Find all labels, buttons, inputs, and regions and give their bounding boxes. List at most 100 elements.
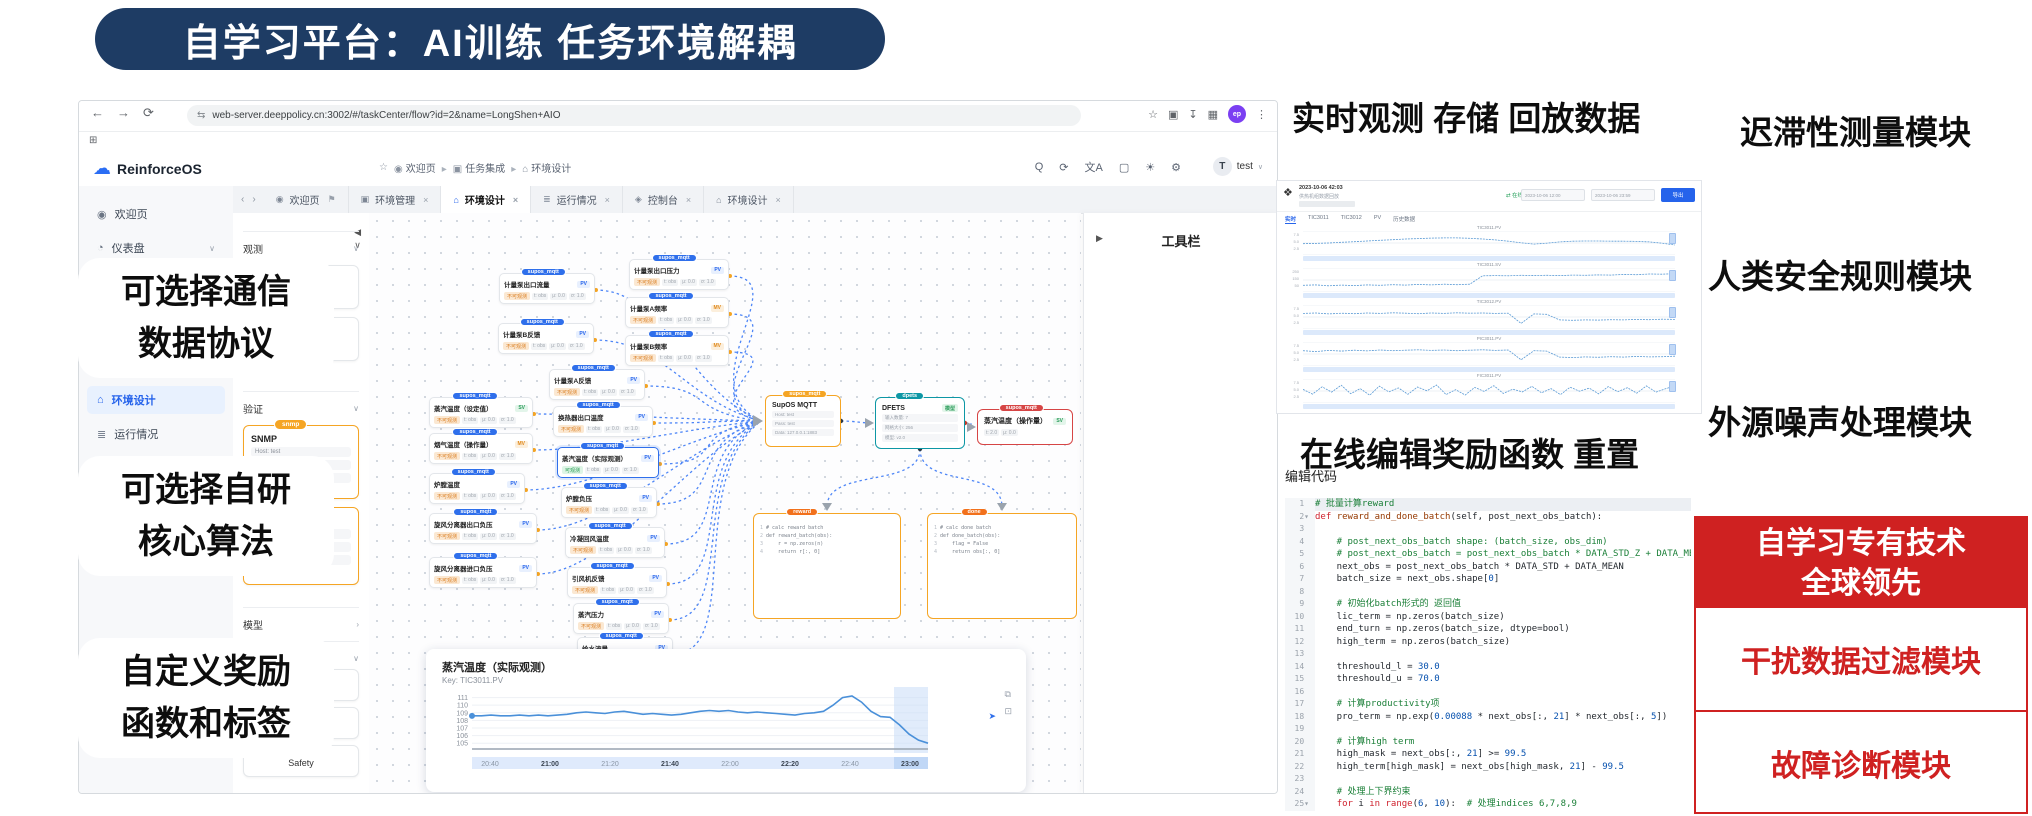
- forward-icon[interactable]: →: [117, 105, 130, 120]
- code-line: 4 # post_next_obs_batch shape: (batch_si…: [1285, 535, 1691, 548]
- search-icon[interactable]: Q: [1034, 161, 1044, 173]
- monitor-tab-TIC3012[interactable]: TIC3012: [1340, 215, 1362, 221]
- close-icon[interactable]: ×: [512, 194, 519, 205]
- sidebar-item-运行情况[interactable]: ≣运行情况: [97, 428, 159, 442]
- brush-handle[interactable]: [1669, 381, 1676, 392]
- bookmark-star-icon[interactable]: ☆: [1148, 108, 1158, 121]
- extension-icon[interactable]: ▣: [1167, 108, 1179, 121]
- user-menu[interactable]: T test ∨: [1212, 157, 1263, 176]
- tab-环境设计[interactable]: ⌂环境设计×: [704, 186, 794, 213]
- range-end-input[interactable]: 2023-10-06 23:59: [1591, 189, 1655, 201]
- mini-chart-brush[interactable]: [1303, 367, 1675, 372]
- value-chip: t: obs: [585, 466, 602, 474]
- chevron-down-icon[interactable]: ∨: [354, 240, 361, 250]
- close-icon[interactable]: ×: [685, 194, 692, 205]
- browser-menu-icon[interactable]: ⋮: [1256, 108, 1267, 121]
- brush-handle[interactable]: [1669, 233, 1676, 244]
- value-chip: t: obs: [658, 316, 675, 324]
- sidebar-item-环境设计[interactable]: ⌂环境设计: [87, 386, 225, 414]
- mini-chart-brush[interactable]: [1303, 330, 1675, 335]
- sidebar-item-仪表盘[interactable]: ◔仪表盘∨: [97, 242, 215, 255]
- palette-section-验证[interactable]: 验证∨: [243, 404, 359, 416]
- breadcrumb-item[interactable]: ⌂环境设计: [522, 164, 572, 175]
- tab-环境设计[interactable]: ⌂环境设计×: [441, 186, 532, 213]
- range-start-input[interactable]: 2023-10-06 12:00: [1521, 189, 1585, 201]
- mini-chart-brush[interactable]: [1303, 404, 1675, 409]
- brush-handle[interactable]: [1669, 307, 1676, 318]
- palette-section-模型[interactable]: 模型›: [243, 620, 359, 632]
- address-bar[interactable]: ⇆ web-server.deeppolicy.cn:3002/#/taskCe…: [187, 105, 1081, 126]
- mini-chart-brush[interactable]: [1303, 293, 1675, 298]
- close-icon[interactable]: ×: [423, 194, 429, 205]
- refresh-icon[interactable]: ⟳: [143, 105, 154, 120]
- panel-icon[interactable]: ▦: [1207, 108, 1218, 121]
- breadcrumb-item[interactable]: ◉欢迎页: [393, 164, 436, 175]
- tab-scroll-right-icon[interactable]: ›: [252, 194, 256, 205]
- browser-profile-avatar[interactable]: ep: [1228, 105, 1246, 123]
- pin-icon[interactable]: ⚑: [327, 194, 336, 204]
- mini-chart-brush[interactable]: [1303, 256, 1675, 261]
- tab-欢迎页[interactable]: ◉欢迎页⚑: [264, 186, 349, 213]
- close-icon[interactable]: ×: [604, 194, 610, 205]
- monitor-tab-历史数据[interactable]: 历史数据: [1393, 217, 1416, 223]
- monitor-tab-PV[interactable]: PV: [1373, 215, 1382, 221]
- close-icon[interactable]: ×: [775, 194, 781, 205]
- flow-node-SupOS MQTT[interactable]: supos_mqttSupOS MQTTHost: testPass: test…: [765, 390, 841, 447]
- favorite-icon[interactable]: ☆: [379, 162, 388, 173]
- download-icon[interactable]: ↧: [1188, 108, 1198, 121]
- export-button[interactable]: 导出: [1661, 188, 1695, 202]
- monitor-tab-实时[interactable]: 实时: [1285, 217, 1297, 224]
- site-info-icon[interactable]: ⇆: [197, 110, 206, 121]
- breadcrumb-item[interactable]: ▣任务集成: [452, 164, 506, 175]
- collapse-panel-icon[interactable]: ◀: [354, 227, 361, 237]
- window-icon[interactable]: ⊡: [1004, 706, 1012, 716]
- sidebar-item-欢迎页[interactable]: ◉欢迎页: [97, 208, 148, 222]
- tab-环境管理[interactable]: ▣环境管理×: [349, 186, 442, 213]
- code-line: 15 threshould_u = 70.0: [1285, 673, 1691, 686]
- collapse-toolbar-icon[interactable]: ▶: [1096, 233, 1103, 243]
- tab-scroll-left-icon[interactable]: ‹: [241, 194, 245, 205]
- tab-控制台[interactable]: ◈控制台×: [623, 186, 705, 213]
- code-line: 11 end_turn = np.zeros(batch_size, dtype…: [1285, 623, 1691, 636]
- code-line: 23: [1285, 773, 1691, 786]
- sync-icon[interactable]: ⟳: [1059, 161, 1069, 174]
- translate-icon[interactable]: 文A: [1084, 162, 1103, 174]
- monitor-tab-TIC3011[interactable]: TIC3011: [1308, 215, 1329, 221]
- brush-handle[interactable]: [1669, 344, 1676, 355]
- gear-icon[interactable]: ⚙: [1171, 161, 1181, 174]
- back-icon[interactable]: ←: [91, 105, 104, 120]
- value-chip: μ: 0.0: [618, 586, 635, 594]
- theme-icon[interactable]: ☀: [1145, 161, 1156, 174]
- fullscreen-icon[interactable]: ▢: [1118, 161, 1130, 174]
- toolbar-title: 工具栏: [1161, 234, 1201, 249]
- tab-运行情况[interactable]: ≣运行情况×: [531, 186, 623, 213]
- tab-groups-icon[interactable]: ⊞: [89, 135, 98, 146]
- chevron-icon: ∨: [353, 244, 359, 253]
- copy-icon[interactable]: ⧉: [1004, 689, 1011, 699]
- brush-handle[interactable]: [1669, 270, 1676, 281]
- palette-section-观测[interactable]: 观测∨: [243, 244, 359, 256]
